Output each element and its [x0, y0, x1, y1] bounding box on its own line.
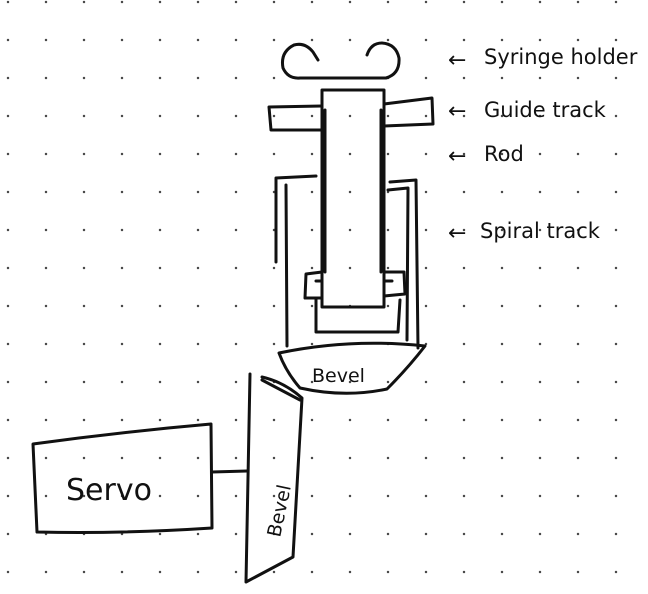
- arrow-left-icon: ←: [448, 48, 466, 73]
- servo-shaft: [210, 469, 249, 474]
- servo-label: Servo: [66, 473, 152, 508]
- callout-guide-track-label: Guide track: [484, 98, 607, 122]
- arrow-left-icon: ←: [448, 99, 466, 124]
- callout-syringe-holder: ← Syringe holder: [448, 45, 638, 73]
- syringe-holder: [281, 41, 401, 80]
- arrow-left-icon: ←: [448, 221, 466, 246]
- servo-body: [31, 422, 214, 534]
- callout-rod-label: Rod: [484, 142, 524, 166]
- arrow-left-icon: ←: [448, 144, 466, 169]
- bevel-gear-top: [277, 341, 427, 395]
- callout-spiral-track: ← Spiral track: [448, 219, 601, 246]
- spiral-track: [274, 174, 420, 350]
- callout-spiral-track-label: Spiral track: [480, 219, 601, 243]
- guide-track: [267, 96, 435, 132]
- callout-rod: ← Rod: [448, 142, 524, 169]
- bevel-gear-side: [244, 372, 304, 584]
- bevel-top-label: Bevel: [312, 365, 365, 387]
- rod: [303, 88, 407, 309]
- callout-syringe-holder-label: Syringe holder: [484, 45, 638, 69]
- callout-guide-track: ← Guide track: [448, 98, 607, 124]
- bevel-side-label: Bevel: [263, 483, 296, 539]
